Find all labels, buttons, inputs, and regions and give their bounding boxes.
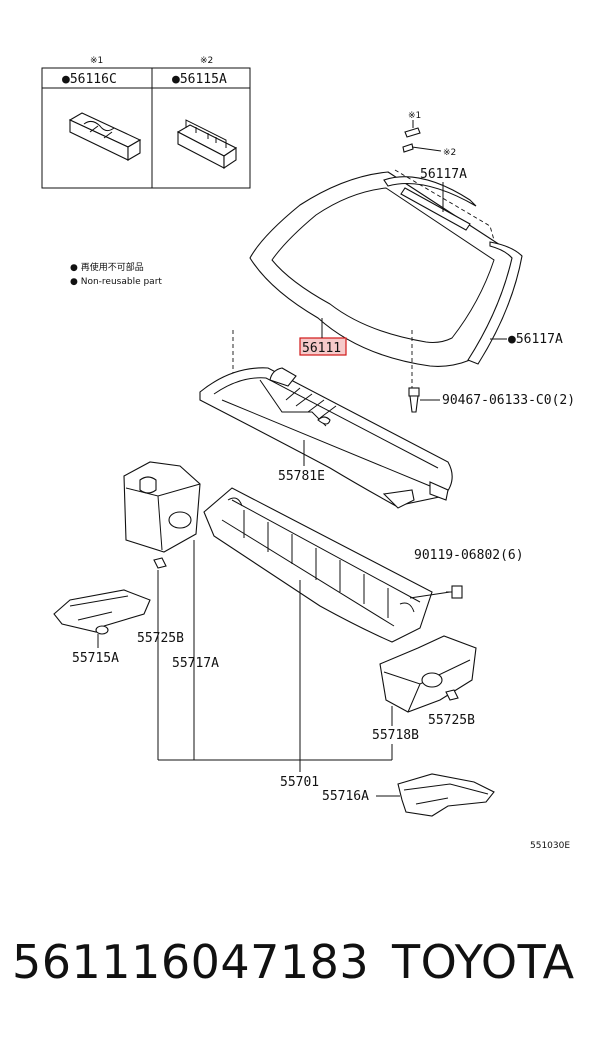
windshield-glass xyxy=(249,169,523,367)
part-55725B-right-label[interactable]: 55725B xyxy=(428,713,475,728)
clip-55725B-right xyxy=(445,689,459,701)
legend-en: ● Non-reusable part xyxy=(70,277,162,287)
side-bracket-upper xyxy=(123,461,201,553)
bracket-55718B xyxy=(379,635,477,713)
bolt-part-label[interactable]: 90119-06802(6) xyxy=(414,548,524,563)
bolt-icon xyxy=(446,585,463,599)
part-55701-label[interactable]: 55701 xyxy=(280,775,319,790)
bolt-leader xyxy=(409,591,451,599)
clip-part-label[interactable]: 90467-06133-C0(2) xyxy=(442,393,575,408)
bracket-55716A xyxy=(397,773,495,817)
part-56115A-icon xyxy=(176,119,238,170)
mark-2-small: ※2 xyxy=(443,148,456,158)
part-56111-highlight xyxy=(299,337,347,356)
header-boxes: ※1 ※2 ●56116C ●56115A xyxy=(41,56,251,189)
clip-icon xyxy=(408,387,420,413)
diagram-code: 551030E xyxy=(530,841,570,851)
mark-1-label: ※1 xyxy=(90,56,103,66)
cowl-top-55781E xyxy=(199,367,453,509)
part-55715A-label[interactable]: 55715A xyxy=(72,651,119,666)
footer: 561116047183 TOYOTA xyxy=(0,935,600,1015)
mark-2-label: ※2 xyxy=(200,56,213,66)
mark-parts: ※1 ※2 xyxy=(402,111,456,158)
bracket-55715A xyxy=(53,589,151,635)
part-55717A-label[interactable]: 55717A xyxy=(172,656,219,671)
parts-diagram: ※1 ※2 ●56116C ●56115A ● 再使用不可部品 ● Non-re… xyxy=(41,56,575,851)
part-56117A-dot-label[interactable]: ●56117A xyxy=(508,332,563,347)
part-56111-label[interactable]: 56111 xyxy=(302,341,341,356)
footer-brand: TOYOTA xyxy=(392,935,575,989)
part-56115A-label[interactable]: ●56115A xyxy=(172,72,227,87)
part-56117A-label[interactable]: 56117A xyxy=(420,167,467,182)
clip-55725B-left xyxy=(153,557,167,569)
cowl-panel-55701 xyxy=(203,487,433,643)
part-55718B-label[interactable]: 55718B xyxy=(372,728,419,743)
part-55725B-left-label[interactable]: 55725B xyxy=(137,631,184,646)
mark-1-small: ※1 xyxy=(408,111,421,121)
part-56116C-icon xyxy=(68,112,142,161)
leader-lines-55701 xyxy=(157,540,393,772)
part-56116C-label[interactable]: ●56116C xyxy=(62,72,117,87)
footer-part-number: 561116047183 xyxy=(12,935,370,989)
legend-jp: ● 再使用不可部品 xyxy=(70,261,144,273)
part-55781E-label[interactable]: 55781E xyxy=(278,469,325,484)
part-55716A-label[interactable]: 55716A xyxy=(322,789,369,804)
